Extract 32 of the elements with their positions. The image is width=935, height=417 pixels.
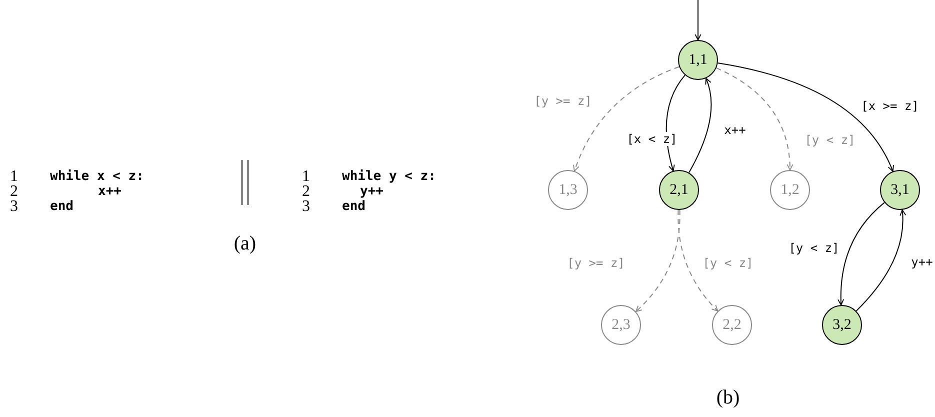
line-number: 3 bbox=[302, 199, 310, 214]
code-line: end bbox=[342, 199, 366, 214]
state-circle: 2,1 bbox=[659, 170, 699, 210]
line-number: 2 bbox=[10, 184, 18, 199]
code-line: end bbox=[50, 199, 74, 214]
state-circle: 1,3 bbox=[548, 170, 588, 210]
arrow bbox=[717, 62, 894, 172]
code-line: x++ bbox=[98, 184, 122, 199]
arrow bbox=[666, 74, 686, 172]
arrow bbox=[688, 78, 712, 174]
code-line: while y < z: bbox=[342, 169, 436, 184]
line-number: 2 bbox=[302, 184, 310, 199]
state-circle: 1,2 bbox=[770, 170, 810, 210]
arrow bbox=[856, 209, 906, 312]
state-circle: 3,1 bbox=[880, 170, 920, 210]
line-number: 1 bbox=[10, 169, 18, 184]
arrow bbox=[838, 202, 885, 306]
state-circle: 1,1 bbox=[678, 40, 718, 80]
state-circle: 2,3 bbox=[601, 305, 641, 345]
arrow bbox=[678, 209, 718, 312]
arrow bbox=[635, 209, 680, 312]
state-circle: 3,2 bbox=[822, 305, 862, 345]
arrow bbox=[573, 66, 680, 172]
subfigure-caption: (a) bbox=[234, 232, 256, 256]
subfigure-caption: (b) bbox=[716, 386, 740, 410]
code-line: y++ bbox=[360, 184, 384, 199]
state-circle: 2,2 bbox=[712, 305, 752, 345]
line-number: 1 bbox=[302, 169, 310, 184]
line-number: 3 bbox=[10, 199, 18, 214]
arrow bbox=[694, 0, 702, 40]
arrow bbox=[716, 67, 793, 170]
code-line: while x < z: bbox=[50, 169, 144, 184]
